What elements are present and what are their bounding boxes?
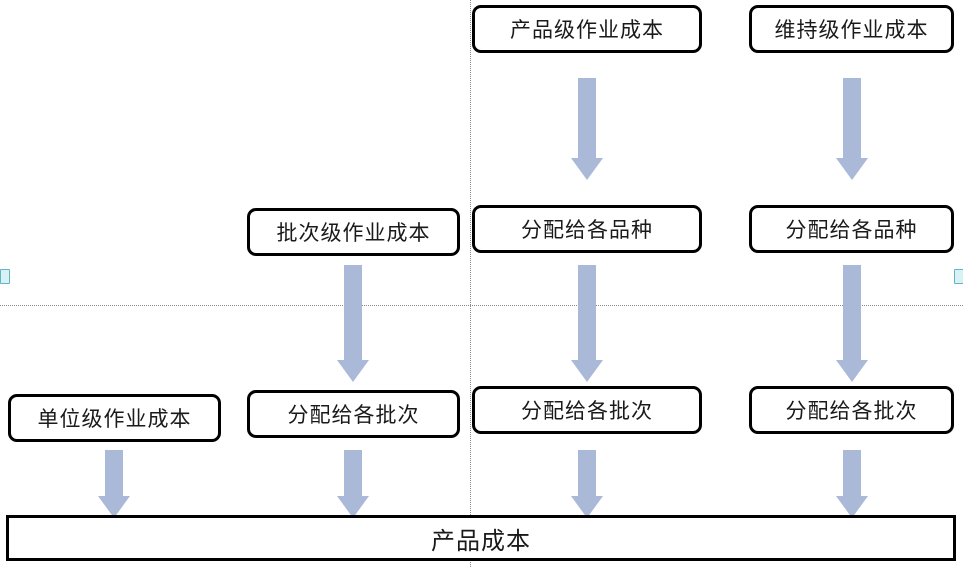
- node-label: 产品级作业成本: [510, 18, 664, 42]
- arrow-batchalloc-right-to-productcost: [828, 450, 876, 518]
- arrow-head: [836, 496, 868, 518]
- node-allocate-to-batch-mid[interactable]: 分配给各批次: [472, 386, 702, 434]
- node-allocate-to-batch-left[interactable]: 分配给各批次: [247, 390, 460, 438]
- arrow-shaft: [578, 450, 596, 496]
- node-label: 批次级作业成本: [276, 221, 431, 245]
- arrow-shaft: [843, 78, 861, 158]
- product-cost-label: 产品成本: [431, 528, 531, 555]
- node-label: 单位级作业成本: [37, 407, 192, 431]
- arrow-variety-to-batch-mid: [563, 265, 611, 382]
- node-label: 分配给各批次: [521, 399, 653, 423]
- arrow-sustain-to-variety: [828, 78, 876, 180]
- arrow-head: [571, 496, 603, 518]
- arrow-unit-to-productcost: [90, 450, 138, 518]
- arrow-head: [571, 360, 603, 382]
- arrow-batchalloc-left-to-productcost: [329, 450, 377, 518]
- arrow-shaft: [843, 450, 861, 496]
- arrow-head: [571, 158, 603, 180]
- node-allocate-to-variety-right[interactable]: 分配给各品种: [749, 205, 954, 253]
- arrow-head: [337, 360, 369, 382]
- node-sustaining-level-cost[interactable]: 维持级作业成本: [749, 5, 954, 53]
- arrow-shaft: [578, 78, 596, 158]
- node-label: 分配给各品种: [521, 218, 653, 242]
- node-label: 维持级作业成本: [774, 18, 929, 42]
- arrow-head: [836, 158, 868, 180]
- arrow-head: [337, 496, 369, 518]
- arrow-batchalloc-mid-to-productcost: [563, 450, 611, 518]
- node-allocate-to-variety-mid[interactable]: 分配给各品种: [472, 205, 702, 253]
- arrow-shaft: [344, 450, 362, 496]
- selection-handle-left[interactable]: [0, 269, 10, 284]
- node-label: 分配给各批次: [287, 403, 420, 427]
- arrow-shaft: [578, 265, 596, 360]
- arrow-shaft: [344, 265, 362, 360]
- node-batch-level-cost[interactable]: 批次级作业成本: [247, 208, 460, 256]
- selection-handle-right[interactable]: [954, 269, 963, 284]
- page-break-horizontal-line: [0, 305, 963, 306]
- arrow-batch-to-batchalloc: [329, 265, 377, 382]
- arrow-shaft: [105, 450, 123, 496]
- node-label: 分配给各品种: [785, 218, 918, 242]
- page-break-vertical-line: [470, 0, 471, 567]
- arrow-variety-to-batch-right: [828, 265, 876, 382]
- arrow-head: [836, 360, 868, 382]
- arrow-shaft: [843, 265, 861, 360]
- node-allocate-to-batch-right[interactable]: 分配给各批次: [749, 386, 954, 434]
- arrow-head: [98, 496, 130, 518]
- node-label: 分配给各批次: [785, 399, 918, 423]
- arrow-product-to-variety: [563, 78, 611, 180]
- node-unit-level-cost[interactable]: 单位级作业成本: [8, 394, 221, 442]
- node-product-cost-bar[interactable]: 产品成本: [6, 515, 956, 561]
- node-product-level-cost[interactable]: 产品级作业成本: [472, 5, 702, 53]
